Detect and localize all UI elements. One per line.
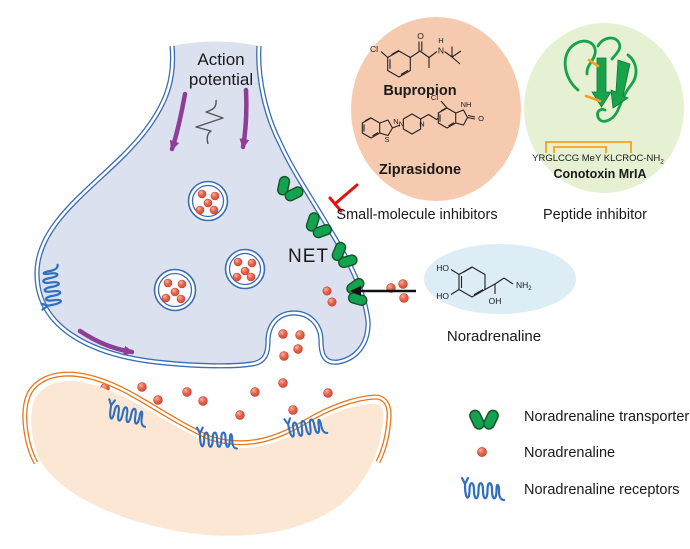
- small-molecule-bubble: Cl O H N Bupropion Cl N N S N NH O Zipra…: [351, 17, 521, 201]
- noradrenaline-atom-ho1: HO: [436, 263, 449, 273]
- bupropion-structure: [380, 41, 462, 78]
- legend-label-receptors: Noradrenaline receptors: [524, 482, 680, 498]
- bupropion-label: Bupropion: [383, 83, 456, 99]
- action-potential-label-line1: Action: [197, 50, 244, 69]
- noradrenaline-bubble: HO HO OH NH2: [424, 244, 576, 314]
- ziprasidone-structure: [361, 100, 476, 139]
- disulfide-bond: [584, 94, 602, 103]
- conotoxin-ribbon-structure: [563, 36, 638, 123]
- synaptic-vesicle: [224, 248, 266, 290]
- cleft-noradrenaline-dots: [100, 378, 333, 420]
- postsynaptic-membrane-gap: [23, 373, 391, 464]
- conotoxin-name-label: Conotoxin MrIA: [553, 167, 646, 181]
- ziprasidone-atom-n2: N: [419, 120, 424, 129]
- legend-label-noradrenaline: Noradrenaline: [524, 445, 615, 461]
- noradrenaline-receptors-icon: [460, 476, 506, 502]
- postsynaptic-cell: [22, 371, 392, 536]
- ziprasidone-atom-nh: NH: [461, 100, 472, 109]
- presynaptic-terminal: Action potential NET: [34, 41, 416, 369]
- noradrenaline-atom-nh2: NH2: [516, 280, 532, 292]
- conotoxin-sequence: YRGLCCG MeY KLCROC-NH2: [532, 153, 664, 166]
- legend: Noradrenaline transporter Noradrenaline …: [460, 407, 689, 502]
- peptide-inhibitor-label: Peptide inhibitor: [543, 207, 647, 223]
- legend-label-transporter: Noradrenaline transporter: [524, 409, 689, 425]
- ziprasidone-atom-n1: N: [399, 120, 404, 129]
- inhibition-symbol: [328, 183, 359, 213]
- legend-row-transporter: Noradrenaline transporter: [467, 407, 689, 432]
- ziprasidone-atom-o: O: [478, 114, 484, 123]
- noradrenaline-transporter-icon: [467, 407, 501, 432]
- noradrenaline-receptor-icon: [196, 426, 238, 450]
- ziprasidone-atom-s: S: [384, 135, 389, 144]
- vesicle-release-dots: [278, 329, 305, 361]
- peptide-bubble: YRGLCCG MeY KLCROC-NH2 Conotoxin MrIA: [524, 23, 684, 193]
- noradrenaline-atom-ho2: HO: [436, 291, 449, 301]
- postsynaptic-cytoplasm: [31, 381, 384, 536]
- disulfide-brackets: [545, 141, 632, 153]
- action-potential-waveform: [195, 99, 224, 145]
- net-label: NET: [288, 246, 329, 267]
- synaptic-vesicle: [153, 268, 197, 312]
- bupropion-atom-n: N: [438, 46, 444, 56]
- synaptic-vesicle: [187, 180, 229, 222]
- small-molecule-ellipse: [351, 17, 521, 201]
- bupropion-atom-o: O: [417, 31, 424, 41]
- disulfide-bond: [587, 58, 600, 68]
- bupropion-atom-cl: Cl: [370, 44, 378, 54]
- noradrenaline-atom-oh: OH: [489, 296, 502, 306]
- action-potential-arrows: [77, 87, 250, 356]
- bupropion-atom-h: H: [438, 36, 443, 45]
- purple-arrow-right: [239, 87, 250, 150]
- noradrenaline-dot-icon: [477, 447, 487, 457]
- action-potential-label-line2: potential: [189, 70, 253, 89]
- legend-row-receptors: Noradrenaline receptors: [460, 476, 680, 502]
- noradrenaline-structure: [450, 266, 514, 298]
- purple-arrow-left: [169, 91, 188, 152]
- noradrenaline-ellipse: [424, 244, 576, 314]
- ziprasidone-atom-cl: Cl: [431, 93, 438, 102]
- ziprasidone-atom-n3: N: [393, 117, 398, 126]
- reuptake-dots: [322, 279, 409, 307]
- purple-arrow-bottom: [77, 328, 135, 356]
- ziprasidone-label: Ziprasidone: [379, 162, 461, 178]
- legend-row-noradrenaline: Noradrenaline: [477, 445, 615, 461]
- small-molecule-inhibitors-label: Small-molecule inhibitors: [336, 207, 497, 223]
- noradrenaline-label: Noradrenaline: [447, 328, 541, 345]
